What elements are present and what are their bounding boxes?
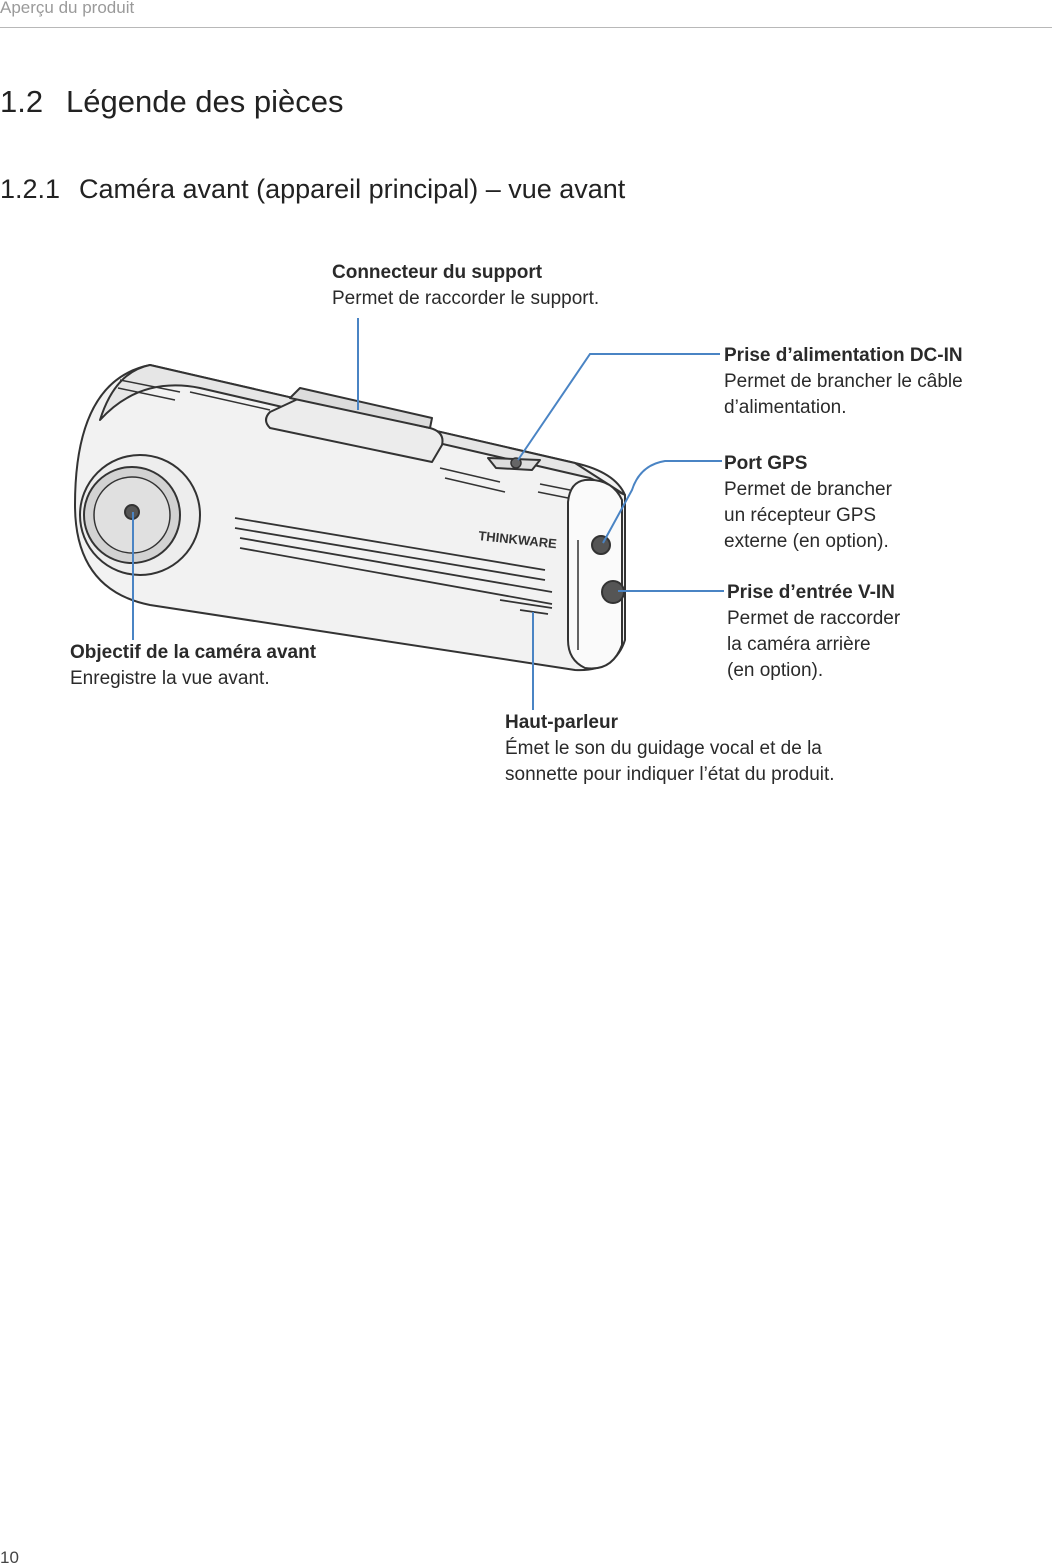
callout-front-lens: Objectif de la caméra avant Enregistre l…	[70, 640, 316, 692]
subsection-heading: Caméra avant (appareil principal) – vue …	[79, 174, 626, 204]
callout-description: Émet le son du guidage vocal et de la so…	[505, 738, 835, 785]
leader-dc-in	[517, 353, 720, 461]
callout-gps-port: Port GPS Permet de brancher un récepteur…	[724, 451, 892, 555]
callout-description: Permet de brancher un récepteur GPS exte…	[724, 479, 892, 552]
callout-description: Permet de brancher le câble d’alimentati…	[724, 371, 963, 418]
callout-description: Enregistre la vue avant.	[70, 668, 270, 689]
callout-description: Permet de raccorder le support.	[332, 288, 600, 309]
subsection-title: 1.2.1 Caméra avant (appareil principal) –…	[0, 174, 625, 205]
callout-mount-connector: Connecteur du support Permet de raccorde…	[332, 260, 599, 312]
section-number: 1.2	[0, 84, 44, 119]
callout-title: Prise d’alimentation DC-IN	[724, 345, 963, 366]
dashcam-body	[74, 364, 626, 672]
leader-lines	[132, 318, 724, 710]
callout-v-in: Prise d’entrée V-IN Permet de raccorder …	[727, 580, 900, 684]
callout-description: Permet de raccorder la caméra arrière (e…	[727, 608, 901, 681]
callout-title: Objectif de la caméra avant	[70, 642, 317, 663]
subsection-number: 1.2.1	[0, 174, 61, 204]
page-number: 10	[0, 1548, 19, 1567]
section-heading: Légende des pièces	[66, 84, 344, 119]
callout-title: Prise d’entrée V-IN	[727, 582, 895, 603]
header-divider	[0, 27, 1052, 28]
running-header: Aperçu du produit	[0, 0, 135, 17]
section-title: 1.2 Légende des pièces	[0, 84, 344, 120]
callout-title: Connecteur du support	[332, 262, 543, 283]
callout-title: Port GPS	[724, 453, 808, 474]
leader-gps-port	[602, 460, 722, 544]
dashcam-diagram: THINKWARE	[74, 318, 724, 710]
callout-dc-in: Prise d’alimentation DC-IN Permet de bra…	[724, 343, 963, 421]
callout-title: Haut-parleur	[505, 712, 618, 733]
callout-speaker: Haut-parleur Émet le son du guidage voca…	[505, 710, 835, 788]
